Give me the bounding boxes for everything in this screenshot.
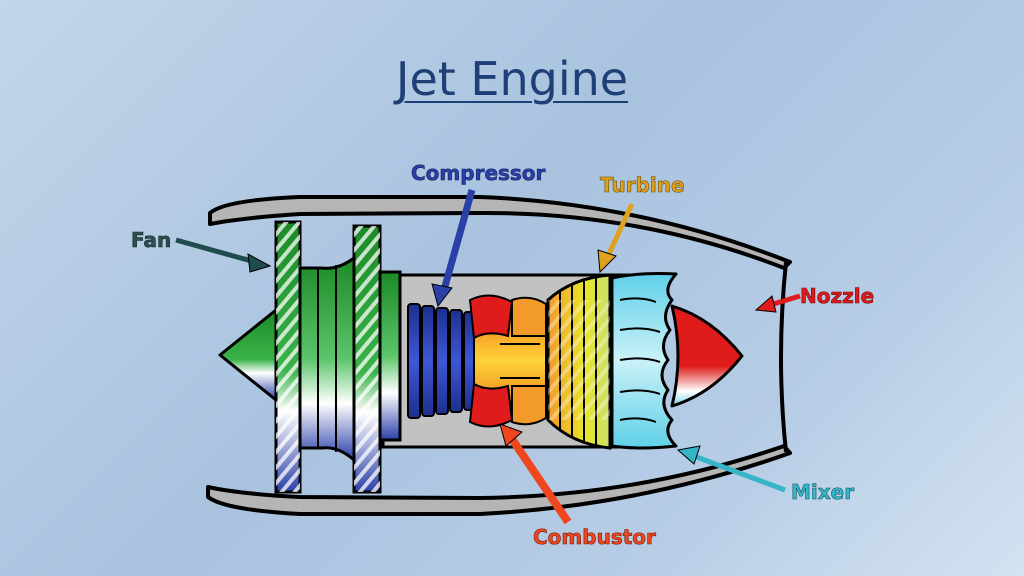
label-mixer: Mixer [791, 480, 854, 504]
label-combustor: Combustor [533, 525, 656, 549]
nose-cone [218, 308, 278, 402]
nozzle-arrow [754, 293, 801, 313]
slide-title: Jet Engine [395, 52, 629, 106]
fan-hub [298, 255, 356, 464]
compressor-stages [407, 303, 475, 419]
mixer-lobes [610, 272, 678, 450]
exhaust-cone [670, 304, 744, 408]
combustor-arrow [499, 423, 572, 525]
label-turbine: Turbine [600, 173, 685, 197]
mixer-arrow [676, 445, 786, 493]
label-nozzle: Nozzle [800, 284, 874, 308]
fan-arrow [175, 237, 272, 273]
turbine-stages [546, 273, 612, 450]
turbine-arrow [597, 202, 635, 274]
combustor-chamber [468, 294, 547, 428]
label-compressor: Compressor [411, 161, 546, 185]
compressor-arrow [431, 189, 476, 308]
label-fan: Fan [131, 228, 171, 252]
nacelle-rear [779, 261, 788, 453]
